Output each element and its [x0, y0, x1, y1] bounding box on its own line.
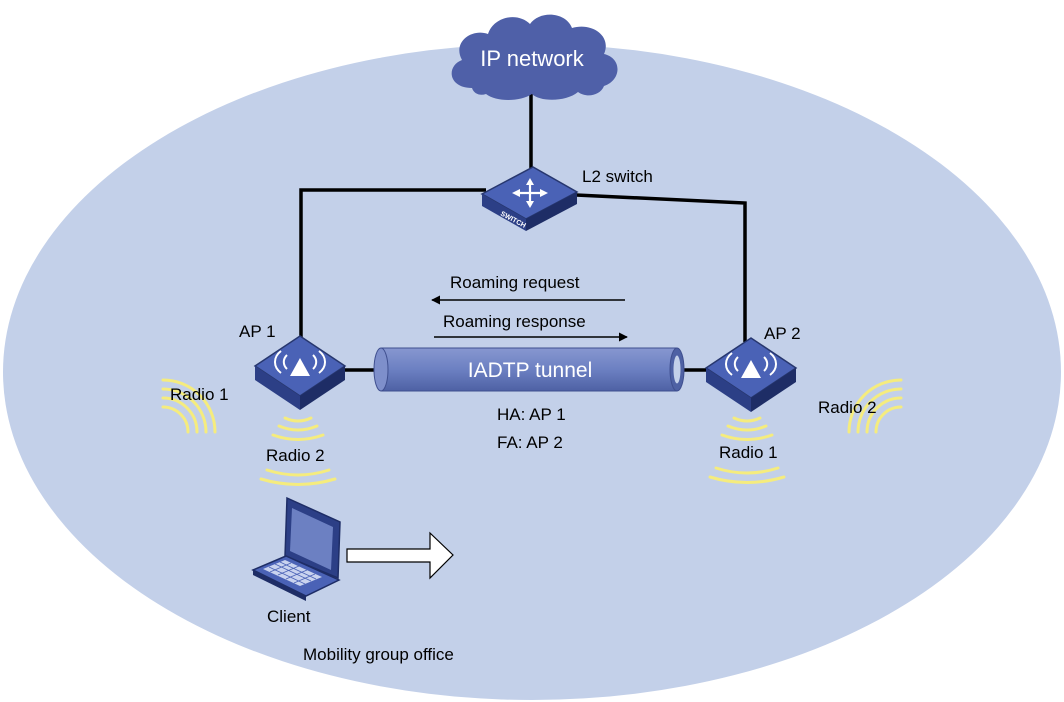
switch-ap2-link: [575, 193, 747, 342]
radio-wave-icon: [847, 378, 903, 434]
switch-ap1-link: [299, 188, 486, 352]
ha-label: HA: AP 1: [497, 405, 566, 424]
ip-network-label: IP network: [480, 46, 585, 71]
ap1-label: AP 1: [239, 322, 276, 341]
mobility-group-label: Mobility group office: [303, 645, 454, 664]
ap2-label: AP 2: [764, 324, 801, 343]
radio-wave-icon: [259, 416, 337, 486]
ap1-radio2-label: Radio 2: [266, 446, 325, 465]
ap1-radio1-label: Radio 1: [170, 385, 229, 404]
roaming-request-label: Roaming request: [450, 273, 580, 292]
ap2-radio2-label: Radio 2: [818, 398, 877, 417]
network-links: [299, 92, 747, 352]
tunnel-icon: [373, 347, 685, 392]
client-label: Client: [267, 607, 311, 626]
right-arrow-icon: [346, 531, 454, 580]
ap2-radio1-label: Radio 1: [719, 443, 778, 462]
laptop-icon: [251, 496, 341, 601]
roaming-response-label: Roaming response: [443, 312, 586, 331]
radio-wave-icon: [161, 378, 217, 434]
radio-wave-icon: [708, 416, 786, 484]
tunnel-label: IADTP tunnel: [468, 359, 593, 382]
l2-switch-label: L2 switch: [582, 167, 653, 186]
cloud-icon: [451, 14, 618, 100]
fa-label: FA: AP 2: [497, 433, 563, 452]
